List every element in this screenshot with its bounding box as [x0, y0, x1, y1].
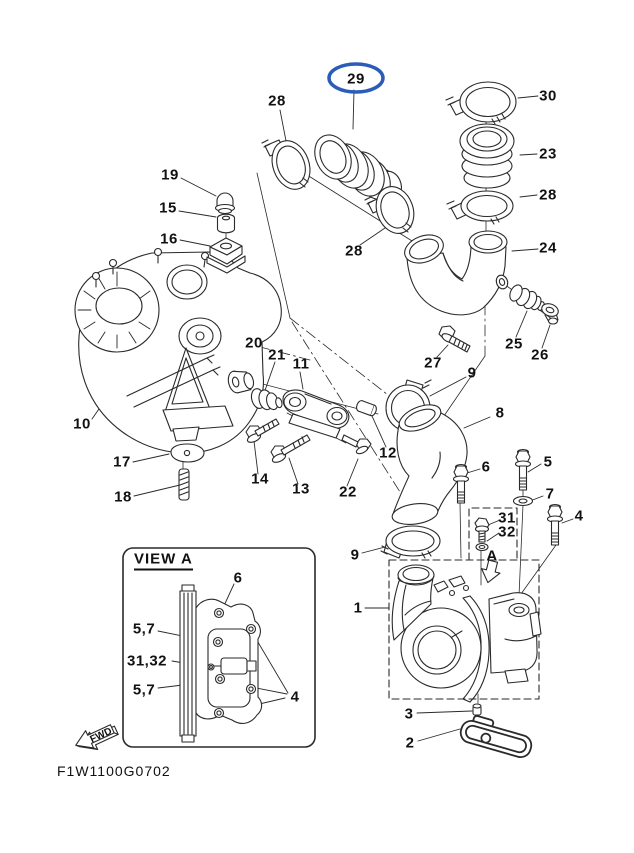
callout-2: 2 — [405, 734, 415, 752]
callout-32: 32 — [498, 523, 516, 541]
clamp-30 — [445, 81, 517, 125]
part-15-grommet — [216, 213, 236, 234]
callout-9-upper: 9 — [467, 364, 477, 382]
callout-16: 16 — [160, 230, 178, 248]
callout-12: 12 — [379, 444, 397, 462]
screw-31 — [474, 517, 490, 543]
part-16-mount-damper — [206, 237, 246, 274]
part-12-pin — [356, 400, 377, 417]
part-8-intake-hose — [391, 404, 468, 525]
part-23-joint-bellows — [459, 123, 515, 189]
callout-18: 18 — [114, 488, 132, 506]
callout-3: 3 — [404, 705, 414, 723]
callout-4: 4 — [574, 507, 584, 525]
drawing-code: F1W1100G0702 — [57, 763, 171, 779]
clamp-28-bottom — [364, 186, 415, 234]
callout-view-a-marker: A — [486, 547, 498, 565]
callout-5: 5 — [543, 453, 553, 471]
view-a-callout-5-7-lower: 5,7 — [132, 681, 156, 699]
part-18-stud — [178, 468, 190, 501]
clamp-9-lower — [380, 525, 441, 559]
callout-28-top-left: 28 — [268, 92, 286, 110]
clamp-28-right — [446, 190, 514, 225]
bolt-6 — [452, 463, 470, 504]
callout-31: 31 — [498, 509, 516, 527]
dashed-box-parts-31-32 — [468, 507, 518, 561]
callout-11: 11 — [292, 355, 310, 373]
part-17-plate — [170, 443, 205, 463]
part-2-gasket — [459, 715, 533, 759]
highlight-ellipse-29 — [327, 62, 385, 94]
callout-26: 26 — [531, 346, 549, 364]
linkage-rods — [126, 354, 221, 408]
callout-8: 8 — [495, 404, 505, 422]
callout-30: 30 — [539, 87, 557, 105]
part-1-turbocharger — [391, 564, 542, 703]
view-a-box — [122, 547, 316, 748]
screw-27 — [438, 325, 471, 353]
callout-27: 27 — [424, 354, 442, 372]
callout-6: 6 — [481, 458, 491, 476]
bolt-4 — [546, 503, 564, 546]
view-direction-arrow — [480, 559, 501, 584]
callout-10: 10 — [73, 415, 91, 433]
callout-19: 19 — [161, 166, 179, 184]
callout-15: 15 — [159, 199, 177, 217]
callout-17: 17 — [113, 453, 131, 471]
view-a-callout-5-7-upper: 5,7 — [132, 620, 156, 638]
callout-13: 13 — [292, 480, 310, 498]
fwd-arrow: FWD — [75, 724, 119, 750]
callout-20: 20 — [245, 334, 263, 352]
part-19-cap-nut — [214, 192, 236, 215]
part-24-intake-elbow — [404, 230, 509, 316]
part-10-crankcase — [74, 247, 282, 454]
bolt-22 — [341, 434, 372, 455]
view-a-inset — [122, 547, 316, 748]
washer-32 — [475, 542, 489, 552]
part-29-air-duct-bellows — [314, 134, 402, 200]
part-26-plug — [541, 303, 559, 325]
callout-21: 21 — [268, 346, 286, 364]
view-a-callout-31-32: 31,32 — [126, 652, 168, 670]
view-a-callout-6: 6 — [233, 569, 243, 587]
callout-28-bottom: 28 — [345, 242, 363, 260]
callout-29-highlighted: 29 — [347, 70, 365, 88]
view-a-title: VIEW A — [134, 552, 193, 571]
callout-25: 25 — [505, 335, 523, 353]
clamp-28-top-left — [261, 139, 311, 190]
callout-28-right: 28 — [539, 186, 557, 204]
callout-14: 14 — [251, 470, 269, 488]
bolt-5 — [514, 448, 532, 491]
part-21-grommet — [250, 388, 283, 411]
washer-7 — [512, 495, 534, 507]
bolt-14 — [245, 418, 280, 443]
view-a-flange-drawing — [179, 584, 263, 743]
callout-7: 7 — [545, 485, 555, 503]
callout-23: 23 — [539, 145, 557, 163]
bolt-13 — [270, 434, 311, 463]
view-a-callout-4: 4 — [290, 688, 300, 706]
callout-24: 24 — [539, 239, 557, 257]
callout-22: 22 — [339, 483, 357, 501]
part-25-fitting — [509, 284, 545, 311]
part-20-damper — [227, 370, 255, 394]
callout-1: 1 — [353, 599, 363, 617]
callout-9-lower: 9 — [350, 546, 360, 564]
part-11-bracket — [282, 389, 350, 439]
part-3-pin — [472, 703, 482, 716]
flywheel-fins — [77, 271, 151, 349]
